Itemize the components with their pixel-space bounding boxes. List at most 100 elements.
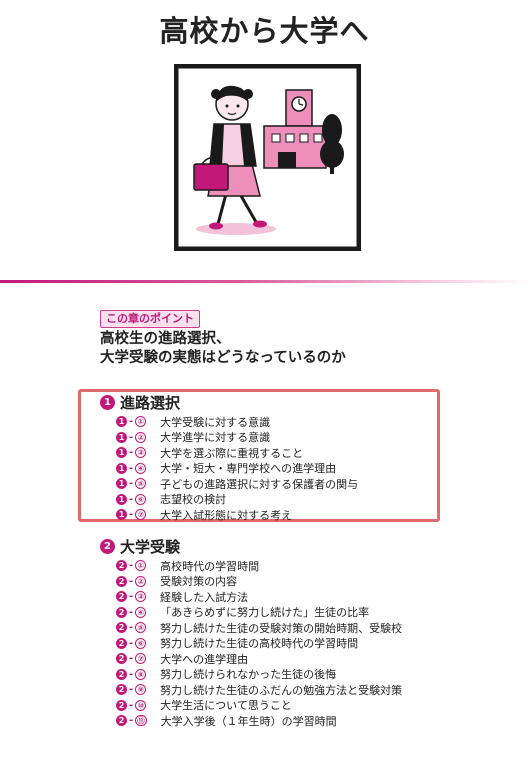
item-text: 大学進学に対する意識: [160, 431, 271, 445]
page-title: 高校から大学へ: [159, 14, 370, 48]
sub-number: ②: [135, 575, 147, 587]
sub-number: ⑥: [135, 637, 147, 649]
section-number-badge: 2: [116, 606, 127, 618]
section-number-badge: 2: [116, 591, 127, 603]
section-number-badge: 2: [116, 653, 127, 665]
item-text: 「あきらめずに努力し続けた」生徒の比率: [160, 606, 370, 620]
item-text: 大学への進学理由: [160, 652, 249, 666]
list-item: 2-⑩ 大学生活について思うこと: [116, 698, 402, 714]
list-item: 2-⑤ 努力し続けた生徒の受験対策の開始時期、受験校: [116, 620, 402, 636]
list-item: 1-① 大学受験に対する意識: [116, 414, 358, 430]
item-text: 大学入学後（１年生時）の学習時間: [160, 714, 337, 728]
item-text: 高校時代の学習時間: [160, 559, 260, 573]
dash: -: [129, 653, 134, 665]
item-text: 経験した入試方法: [160, 590, 249, 604]
dash: -: [129, 462, 134, 474]
section-number-badge: 1: [116, 416, 127, 428]
item-text: 努力し続けた生徒の高校時代の学習時間: [160, 637, 359, 651]
section-divider: [0, 280, 529, 283]
lead-line-1: 高校生の進路選択、: [100, 331, 231, 347]
sub-number: ⑤: [135, 478, 147, 490]
item-text: 大学・短大・専門学校への進学理由: [160, 462, 337, 476]
section-number-badge: 2: [116, 622, 127, 634]
list-item: 1-⑤ 子どもの進路選択に対する保護者の関与: [116, 476, 358, 492]
item-text: 努力し続けた生徒の受験対策の開始時期、受験校: [160, 621, 403, 635]
item-text: 志望校の検討: [160, 493, 227, 507]
student-walking-illustration: [174, 64, 361, 251]
section-number-badge: 1: [100, 394, 115, 410]
item-text: 大学生活について思うこと: [160, 699, 292, 713]
item-text: 大学入試形態に対する考え: [160, 508, 293, 522]
sub-number: ④: [135, 462, 147, 474]
dash: -: [129, 575, 134, 587]
sub-number: ①: [135, 560, 147, 572]
dash: -: [129, 560, 134, 572]
list-item: 1-⑦ 大学入試形態に対する考え: [116, 507, 358, 523]
dash: -: [129, 715, 134, 727]
section-number-badge: 1: [116, 431, 127, 443]
list-item: 2-⑧ 努力し続けられなかった生徒の後悔: [116, 667, 402, 683]
section-number-badge: 2: [116, 699, 127, 711]
sub-number: ⑪: [135, 715, 147, 727]
section-number-badge: 1: [116, 509, 127, 521]
highlight-box: [78, 389, 440, 522]
list-item: 2-① 高校時代の学習時間: [116, 558, 402, 574]
section-number-badge: 2: [116, 560, 127, 572]
dash: -: [129, 431, 134, 443]
list-item: 1-⑥ 志望校の検討: [116, 492, 358, 508]
section-number-badge: 2: [116, 668, 127, 680]
chapter-point-badge: この章のポイント: [100, 310, 200, 328]
item-text: 大学受験に対する意識: [160, 415, 271, 429]
sub-number: ⑦: [135, 653, 147, 665]
dash: -: [129, 622, 134, 634]
section-number-badge: 1: [116, 447, 127, 459]
dash: -: [129, 493, 134, 505]
section-number-badge: 1: [116, 462, 127, 474]
dash: -: [129, 447, 134, 459]
list-item: 2-⑪ 大学入学後（１年生時）の学習時間: [116, 713, 402, 729]
section-number-badge: 2: [116, 575, 127, 587]
list-item: 1-④ 大学・短大・専門学校への進学理由: [116, 461, 358, 477]
sub-number: ①: [135, 416, 147, 428]
sub-number: ⑦: [135, 509, 147, 521]
dash: -: [129, 591, 134, 603]
section-number-badge: 2: [116, 684, 127, 696]
sub-number: ⑩: [135, 699, 147, 711]
list-item: 2-⑨ 努力し続けた生徒のふだんの勉強方法と受験対策: [116, 682, 402, 698]
dash: -: [129, 668, 134, 680]
item-text: 子どもの進路選択に対する保護者の関与: [160, 477, 359, 491]
section-number-badge: 2: [116, 715, 127, 727]
section-number-badge: 1: [116, 478, 127, 490]
list-item: 2-⑦ 大学への進学理由: [116, 651, 402, 667]
sub-number: ②: [135, 431, 147, 443]
dash: -: [129, 637, 134, 649]
section-1-heading: 1 進路選択: [100, 392, 358, 412]
section-title: 大学受験: [120, 537, 181, 556]
section-number-badge: 1: [116, 493, 127, 505]
list-item: 2-④「あきらめずに努力し続けた」生徒の比率: [116, 605, 402, 621]
sub-number: ⑧: [135, 668, 147, 680]
sub-number: ⑥: [135, 493, 147, 505]
dash: -: [129, 416, 134, 428]
dash: -: [129, 509, 134, 521]
sub-number: ⑨: [135, 684, 147, 696]
list-item: 1-② 大学進学に対する意識: [116, 430, 358, 446]
dash: -: [129, 606, 134, 618]
dash: -: [129, 699, 134, 711]
sub-number: ③: [135, 447, 147, 459]
sub-number: ⑤: [135, 622, 147, 634]
section-number-badge: 2: [100, 538, 115, 554]
item-text: 努力し続けた生徒のふだんの勉強方法と受験対策: [160, 683, 403, 697]
item-text: 努力し続けられなかった生徒の後悔: [160, 668, 337, 682]
lead-line-2: 大学受験の実態はどうなっているのか: [100, 350, 346, 366]
section-number-badge: 2: [116, 637, 127, 649]
dash: -: [129, 478, 134, 490]
dash: -: [129, 684, 134, 696]
